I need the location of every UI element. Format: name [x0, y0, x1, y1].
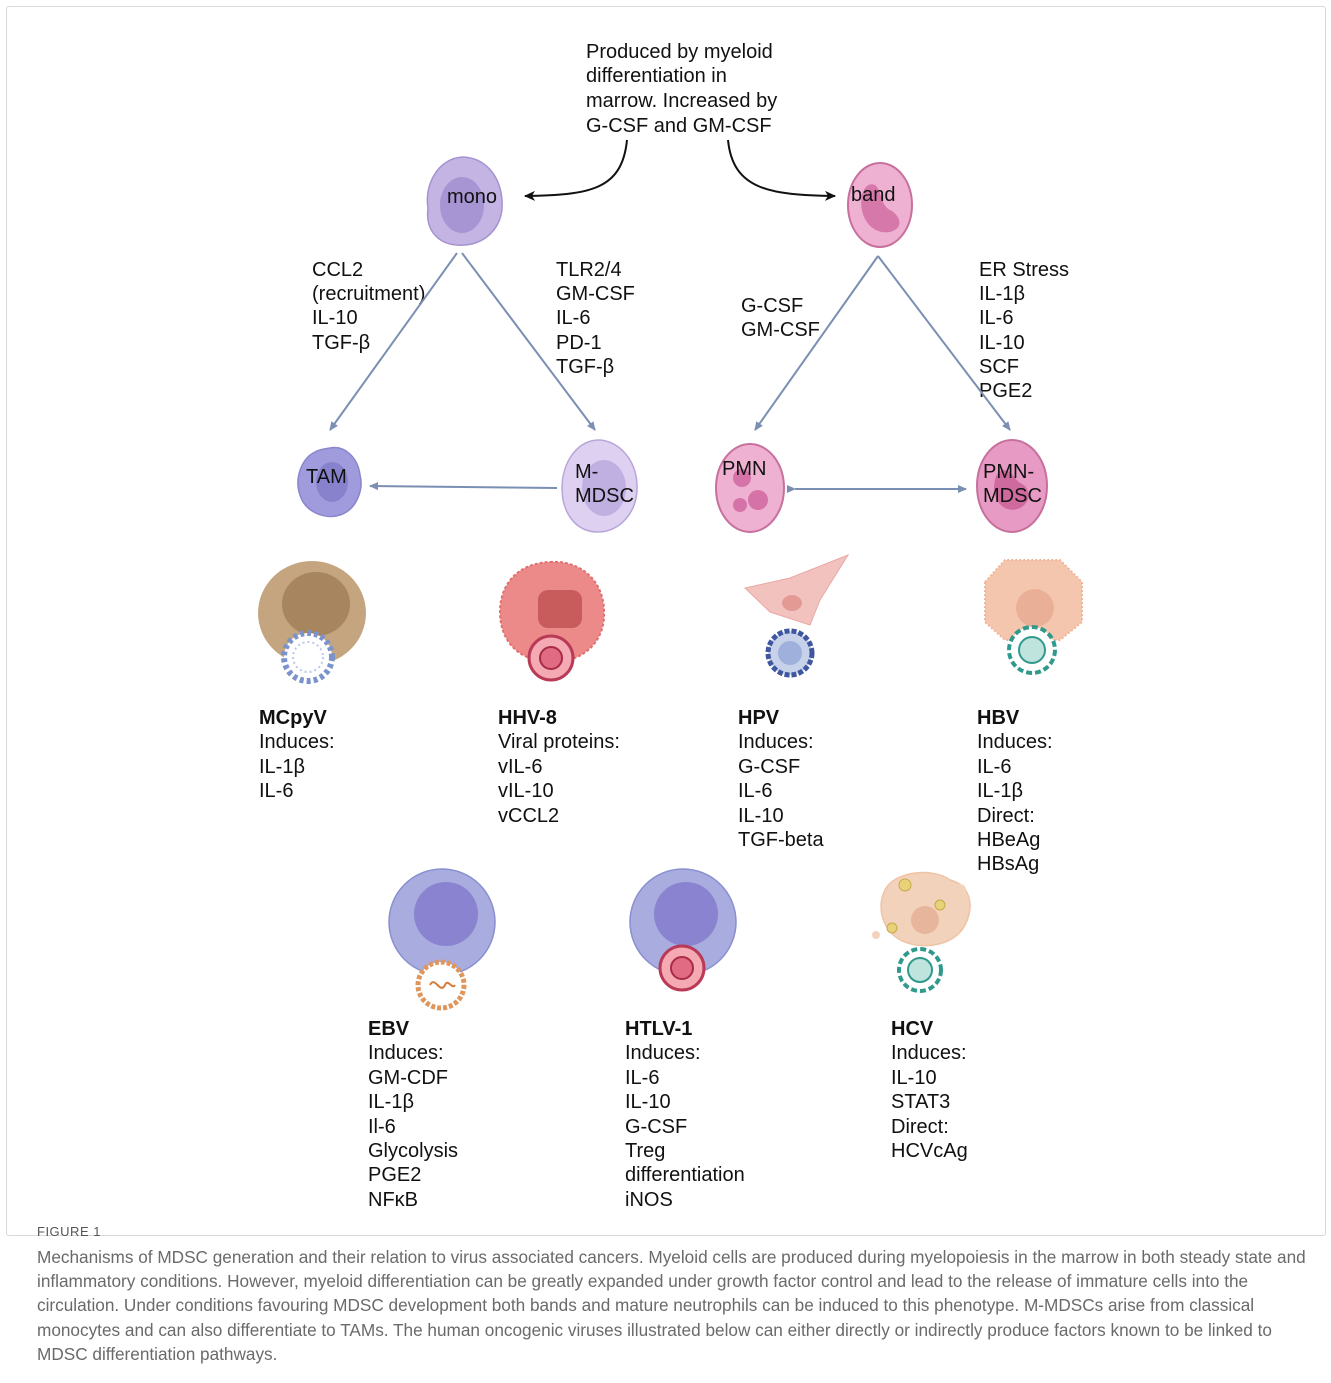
virus-name: HHV-8	[498, 707, 557, 729]
hpv-cell-icon	[743, 553, 850, 678]
svg-text:M- MDSC: M- MDSC	[575, 461, 634, 507]
svg-text:PMN- MDSC: PMN- MDSC	[983, 461, 1042, 507]
pmn-mdsc-cell: PMN- MDSC	[976, 439, 1048, 533]
virus-name: HPV	[738, 707, 780, 729]
band-to-pmnmdsc-factors: ER Stress IL-1β IL-6 IL-10 SCF PGE2	[979, 259, 1075, 402]
virus-name: EBV	[368, 1018, 410, 1040]
mono-cell: mono	[426, 156, 503, 246]
figure-label: FIGURE 1	[37, 1224, 101, 1239]
mcpyv-cell-icon	[258, 561, 366, 684]
figure-caption: FIGURE 1 Mechanisms of MDSC generation a…	[37, 1224, 1307, 1366]
hhv8-cell-icon	[498, 560, 606, 682]
svg-text:mono: mono	[447, 186, 497, 208]
pmn-cell: PMN	[715, 443, 785, 533]
note-to-mono-arrow	[524, 139, 628, 201]
virus-block-hbv: HBV Induces: IL-6 IL-1β Direct: HBeAg HB…	[977, 707, 1053, 876]
htlv1-cell-icon	[629, 868, 737, 992]
virus-block-hcv: HCV Induces: IL-10 STAT3 Direct: HCVcAg	[891, 1018, 968, 1163]
mono-to-tam-arrow	[329, 252, 458, 431]
hcv-cell-icon	[872, 871, 971, 993]
svg-text:PMN: PMN	[722, 458, 766, 480]
virus-block-mcpyv: MCpyV Induces: IL-1β IL-6	[259, 707, 335, 803]
svg-text:band: band	[851, 184, 896, 206]
virus-block-hpv: HPV Induces: G-CSF IL-6 IL-10 TGF-beta	[738, 707, 824, 852]
virus-block-hhv8: HHV-8 Viral proteins: vIL-6 vIL-10 vCCL2	[498, 707, 620, 827]
virus-name: HTLV-1	[625, 1018, 693, 1040]
mono-to-mmdsc-arrow	[461, 252, 596, 431]
figure-frame	[6, 6, 1326, 1236]
virus-name: HBV	[977, 707, 1020, 729]
hbv-cell-icon	[984, 559, 1083, 675]
tam-cell: TAM	[297, 446, 362, 518]
ebv-cell-icon	[388, 868, 496, 1011]
mono-to-mmdsc-factors: TLR2/4 GM-CSF IL-6 PD-1 TGF-β	[556, 259, 640, 378]
m-mdsc-cell: M- MDSC	[561, 439, 638, 533]
svg-text:TAM: TAM	[306, 466, 347, 488]
band-cell: band	[847, 162, 913, 248]
mdsc-diagram: Produced by myeloid differentiation in m…	[258, 41, 1083, 1011]
virus-block-ebv: EBV Induces: GM-CDF IL-1β Il-6 Glycolysi…	[368, 1018, 459, 1211]
mmdsc-to-tam-arrow	[369, 482, 558, 491]
band-to-pmn-factors: G-CSF GM-CSF	[741, 295, 820, 341]
note-to-band-arrow	[727, 139, 836, 201]
band-to-pmn-arrow	[754, 255, 879, 431]
caption-text: Mechanisms of MDSC generation and their …	[37, 1247, 1306, 1364]
band-to-pmnmdsc-arrow	[877, 255, 1011, 431]
virus-name: HCV	[891, 1018, 934, 1040]
virus-name: MCpyV	[259, 707, 327, 729]
mono-to-tam-factors: CCL2 (recruitment) IL-10 TGF-β	[312, 259, 431, 354]
virus-block-htlv1: HTLV-1 Induces: IL-6 IL-10 G-CSF Treg di…	[625, 1018, 745, 1211]
top-note: Produced by myeloid differentiation in m…	[586, 41, 783, 137]
